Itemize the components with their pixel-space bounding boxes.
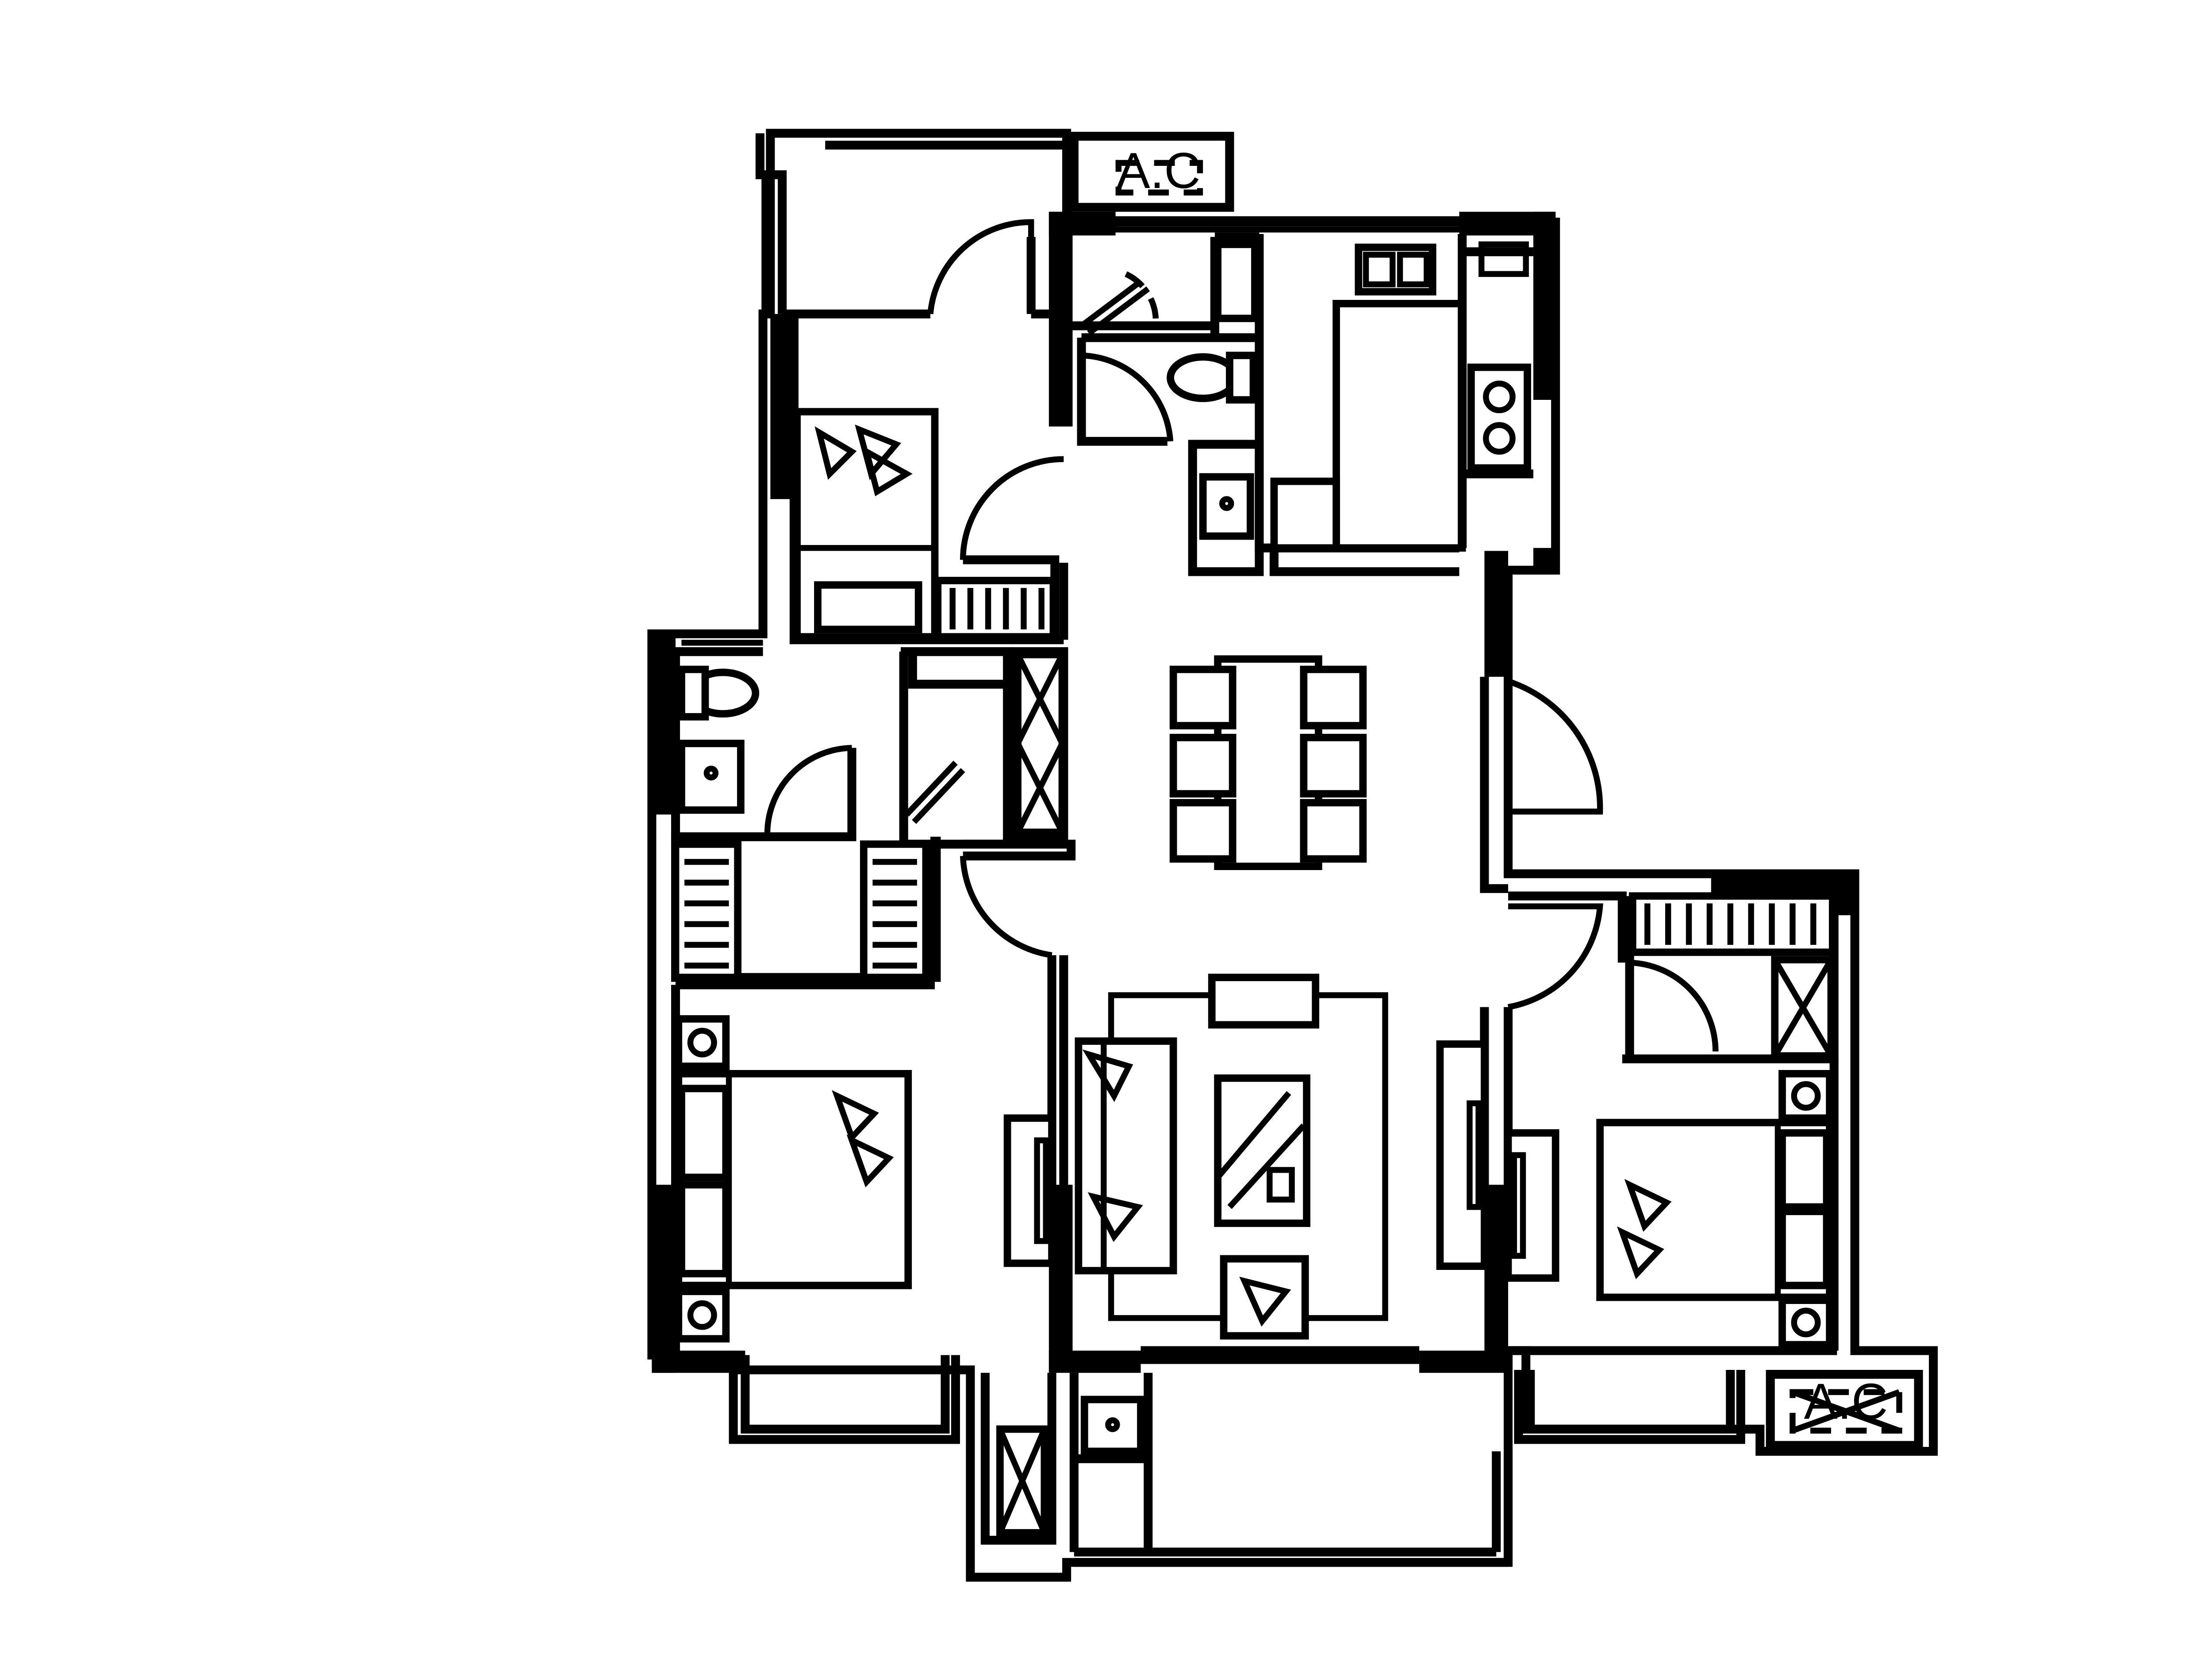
bed-icon [793,408,939,641]
ac-unit-bottom: A.C [1790,1373,1902,1434]
bedroom-master [675,1015,1056,1343]
sofa-icon [1075,1037,1177,1275]
toilet-left-icon [678,665,760,721]
nightstand-icon [675,1288,730,1343]
nightstand-icon [675,1015,730,1070]
bed-icon [675,1070,912,1289]
bedroom-right [1504,1070,1834,1349]
stove-icon [1467,363,1531,472]
shower-icon [1079,271,1159,336]
ac-unit-top: A.C [1115,143,1203,199]
storage-cabinet-icon [1014,651,1066,836]
shower-left-icon [904,760,965,824]
bedroom-top-left [793,408,939,641]
ac-label-bottom: A.C [1804,1373,1888,1430]
washbasin-icon [1199,473,1254,540]
nightstand-icon [1778,1296,1834,1349]
kitchen-sink-icon [1355,243,1436,295]
wardrobe-icon [672,840,742,982]
tv-stand-icon [1208,974,1320,1029]
storage-cabinet-icon [1771,956,1835,1060]
wardrobe-icon [934,577,1057,641]
storage-cabinet-icon [996,1425,1048,1537]
nightstand-icon [1778,1070,1834,1122]
toilet-icon [1167,352,1257,404]
wardrobes [672,577,1836,1537]
tv-cabinet-icon [1003,1114,1056,1267]
tv-cabinet-icon [1504,1129,1559,1282]
living-area [1075,974,1488,1340]
armchair-icon [1220,1255,1309,1340]
kitchen [1270,234,1533,552]
tv-cabinet-icon [1436,1040,1488,1270]
bathroom-left [678,665,965,824]
balcony-washbasin-icon [1080,1396,1144,1455]
ac-label-top: A.C [1117,143,1201,199]
dining-area [1169,655,1367,871]
windows [681,175,1459,646]
washbasin-left-icon [678,740,745,814]
wardrobe-icon [860,840,930,982]
bed-icon [1596,1119,1834,1301]
bathroom-top [1079,241,1259,540]
coffee-table-icon [1214,1074,1310,1227]
doors [764,219,1719,1052]
chair-icon [1169,665,1367,863]
washbasin-small-icon [1214,241,1259,322]
wardrobe-icon [1628,892,1836,956]
